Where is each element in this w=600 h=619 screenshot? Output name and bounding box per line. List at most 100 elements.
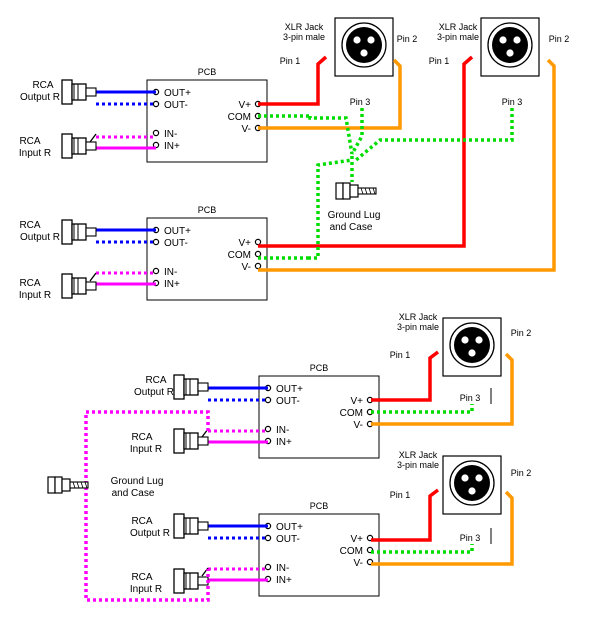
top-rca2-subtitle: Input R [19,148,51,159]
top-b-pin2-label: Pin 2 [549,34,570,44]
top-b-label-out_plus: OUT+ [164,226,191,237]
bot-b-pad-out_minus [264,534,272,542]
bot-b-label-com: COM [340,546,363,557]
top-a-xlr-pin-3 [359,48,369,58]
rca-flange [173,428,185,454]
top-b-pad-v_plus [254,238,262,246]
top-a-pin3-label: Pin 3 [350,97,371,107]
rca-tip [85,87,97,97]
bot-b-label-out_minus: OUT- [276,534,300,545]
bot-a-xlr-subtitle: 3-pin male [397,322,439,332]
bot-a-label-out_plus: OUT+ [276,384,303,395]
top-rca-input-a-lever [89,133,97,143]
bot-rca3-subtitle: Output R [130,528,170,539]
rca-flange [61,133,73,159]
bot-a-pin1-label: Pin 1 [390,350,411,360]
bot-b-label-out_plus: OUT+ [276,522,303,533]
rca-flange [173,374,185,400]
bot-a-pin2-wire [371,352,514,426]
top-b-label-in_minus: IN- [164,267,177,278]
lug-thread [72,481,76,489]
top-rca4-subtitle: Input R [19,290,51,301]
bot-b-pin3-label: Pin 3 [460,533,481,543]
bot-a-pcb-label: PCB [310,363,329,373]
top-a-pin2-label: Pin 2 [397,34,418,44]
rca-tip [85,227,97,237]
top-ground-a-pin3 [350,108,364,155]
top-b-xlr-subtitle: 3-pin male [437,32,479,42]
top-b-pin2-wire [258,58,556,272]
top-ground-case-label: and Case [330,222,373,233]
bot-a-label-v_plus: V+ [350,396,363,407]
top-b-label-out_minus: OUT- [164,238,188,249]
top-a-pad-in_minus [152,129,160,137]
top-b-xlr-pin-1 [498,35,508,45]
bot-a-pad-out_minus [264,396,272,404]
top-b-label-v_plus: V+ [238,238,251,249]
top-rca-output-jack-a [61,79,97,105]
bot-b-pin2-wire [371,490,514,566]
lug-nut [342,182,351,200]
bot-a-pin1-wire [371,350,440,402]
bot-a-label-v_minus: V- [354,420,363,431]
lug-washer [349,184,359,198]
lug-thread [372,187,376,195]
bot-a-xlr-insert [454,327,490,363]
bot-rca1-title: RCA [145,375,166,386]
bot-input-ground-loop [84,410,210,602]
top-a-pin1-wire [258,55,328,106]
rca-tip [85,141,97,151]
bot-b-pad-in_minus [264,563,272,571]
top-b-label-v_minus: V- [242,262,251,273]
rca-flange [61,219,73,245]
lug-thread [80,481,84,489]
top-a-label-v_minus: V- [242,124,251,135]
top-a-xlr-title: XLR Jack [285,22,324,32]
top-a-xlr-insert [346,27,382,63]
top-ground-b-pin3 [354,108,514,162]
top-a-pin2-wire [258,58,402,130]
bot-rca-input-jack-a [173,428,209,454]
top-b-xlr-insert [492,27,528,63]
bot-b-xlr-pin-2 [474,473,484,483]
bot-a-label-com: COM [340,408,363,419]
top-rca3-title: RCA [19,220,40,231]
lug-nut [54,476,63,494]
bot-ground-lug-label: Ground Lug [111,476,164,487]
top-a-pcb-label: PCB [198,67,217,77]
top-rca1-title: RCA [32,80,53,91]
top-b-label-com: COM [228,250,251,261]
bot-b-label-in_plus: IN+ [276,575,292,586]
top-rca3-subtitle: Output R [20,232,60,243]
top-b-xlr-title: XLR Jack [439,22,478,32]
bot-b-pin2-label: Pin 2 [511,468,532,478]
top-a-pcb-board [146,79,268,163]
rca-flange [173,513,185,539]
bot-rca4-title: RCA [131,572,152,583]
bot-rca-output-jack-a [173,374,209,400]
bot-rca2-title: RCA [131,432,152,443]
bot-b-pcb-label: PCB [310,501,329,511]
bot-b-label-v_plus: V+ [350,534,363,545]
top-a-xlr-subtitle: 3-pin male [283,32,325,42]
bot-a-pad-in_minus [264,425,272,433]
rca-tip [197,521,209,531]
lug-thread [364,187,368,195]
top-ground-a-com [308,116,354,155]
bot-b-pcb-board [258,513,380,597]
top-rca2-title: RCA [19,136,40,147]
top-b-pad-com [254,250,262,258]
bot-rca4-subtitle: Input R [130,584,162,595]
bot-a-xlr-title: XLR Jack [399,312,438,322]
top-b-pad-in_minus [152,267,160,275]
top-a-pad-out_minus [152,100,160,108]
bot-a-label-out_minus: OUT- [276,396,300,407]
bot-b-pin1-label: Pin 1 [390,490,411,500]
rca-tip [197,436,209,446]
top-a-label-out_plus: OUT+ [164,88,191,99]
lug-thread [84,481,88,489]
top-b-label-in_plus: IN+ [164,279,180,290]
bot-a-xlr-pin-2 [474,335,484,345]
bot-a-xlr-pin-3 [467,348,477,358]
